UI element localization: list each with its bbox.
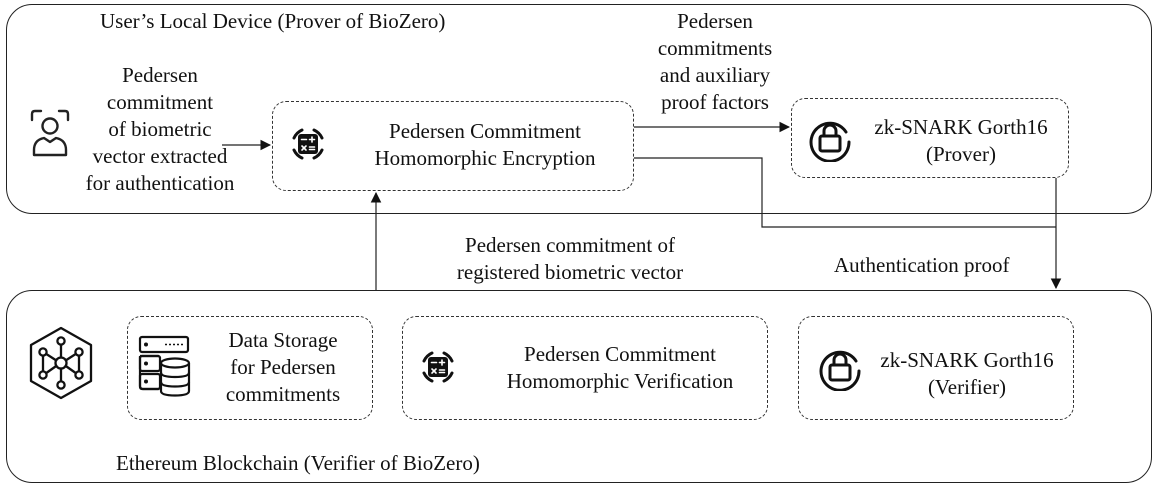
authentication-proof-label: Authentication proof [834,253,1010,277]
encryption-label: Pedersen Commitment Homomorphic Encrypti… [340,118,630,172]
database-server-icon [138,335,191,397]
blockchain-network-icon [29,326,93,400]
local-device-region [6,4,1152,214]
input-line: of biometric [108,117,212,141]
input-line: for authentication [85,171,235,195]
prover-line: (Prover) [926,142,996,166]
storage-line: for Pedersen [230,355,336,379]
encryption-line: Homomorphic Encryption [374,146,596,170]
local-device-title: User’s Local Device (Prover of BioZero) [100,9,446,33]
encryption-box [272,101,634,191]
commitments-factors-line: proof factors [661,90,769,114]
verification-line: Pedersen Commitment [524,342,716,366]
storage-line: Data Storage [228,328,338,352]
lock-icon [819,350,861,391]
blockchain-region [6,290,1152,483]
registered-commitment-label: Pedersen commitment of registered biomet… [400,232,740,286]
lock-icon [809,121,851,162]
storage-label: Data Storage for Pedersen commitments [196,327,370,408]
verifier-line: (Verifier) [927,375,1007,399]
registered-line: registered biometric vector [456,260,684,284]
input-line: vector extracted [92,144,228,168]
storage-box [127,316,373,420]
arrow-encryption-to-auth-proof [634,157,1056,228]
input-line: commitment [106,90,214,114]
calculator-chip-icon [422,351,454,383]
verification-line: Homomorphic Verification [506,369,734,393]
commitments-factors-line: commitments [657,36,773,60]
storage-line: commitments [225,382,341,406]
prover-label: zk-SNARK Gorth16 (Prover) [856,114,1066,168]
prover-box [791,98,1069,178]
input-commitment-label: Pedersen commitment of biometric vector … [62,62,258,197]
blockchain-title: Ethereum Blockchain (Verifier of BioZero… [116,451,480,475]
input-line: Pedersen [122,63,198,87]
verifier-line: zk-SNARK Gorth16 [880,348,1054,372]
registered-line: Pedersen commitment of [465,233,675,257]
calculator-chip-icon [292,128,324,160]
encryption-line: Pedersen Commitment [389,119,581,143]
commitments-factors-line: and auxiliary [659,63,771,87]
commitments-factors-line: Pedersen [677,9,753,33]
prover-line: zk-SNARK Gorth16 [874,115,1048,139]
verification-box [402,316,768,420]
commitments-factors-label: Pedersen commitments and auxiliary proof… [640,8,790,116]
verifier-box [798,316,1074,420]
verification-label: Pedersen Commitment Homomorphic Verifica… [480,341,760,395]
user-scan-icon [30,109,70,157]
verifier-label: zk-SNARK Gorth16 (Verifier) [864,347,1070,401]
